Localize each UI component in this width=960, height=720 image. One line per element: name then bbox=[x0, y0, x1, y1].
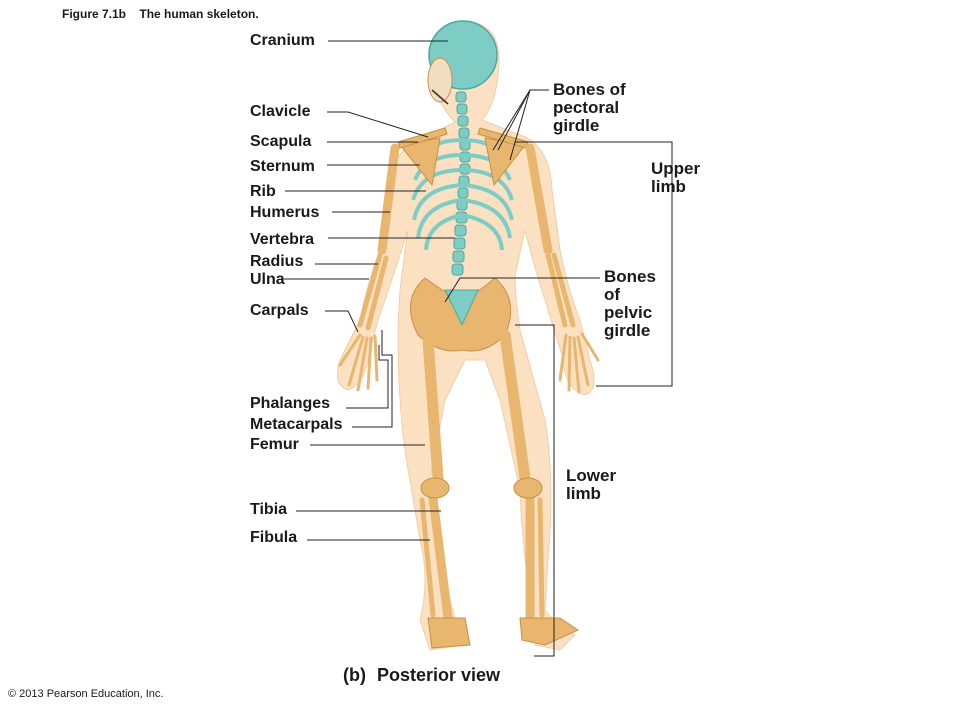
view-label: (b) Posterior view bbox=[343, 665, 500, 686]
label-fibula: Fibula bbox=[250, 529, 298, 546]
cranium-bone bbox=[427, 20, 498, 105]
label-femur: Femur bbox=[250, 436, 299, 453]
label-vertebra: Vertebra bbox=[250, 231, 315, 248]
label-carpals: Carpals bbox=[250, 302, 309, 319]
vertebral-column bbox=[451, 91, 471, 276]
label-upper-limb: Upper limb bbox=[651, 159, 701, 196]
pectoral-girdle-bones bbox=[397, 127, 529, 187]
label-tibia: Tibia bbox=[250, 501, 288, 518]
view-name: Posterior view bbox=[377, 665, 501, 685]
figure-number: Figure 7.1b bbox=[62, 7, 127, 21]
knee-bones bbox=[420, 477, 543, 499]
label-ulna: Ulna bbox=[250, 271, 285, 288]
label-humerus: Humerus bbox=[250, 204, 320, 221]
foot-bones bbox=[427, 617, 580, 649]
panel-letter: (b) bbox=[343, 665, 366, 685]
leg-bones bbox=[419, 329, 545, 623]
label-lower-limb: Lower limb bbox=[566, 466, 617, 503]
hand-bones bbox=[338, 332, 600, 394]
figure-caption: Figure 7.1b The human skeleton. bbox=[62, 7, 259, 21]
label-rib: Rib bbox=[250, 183, 276, 200]
label-sternum: Sternum bbox=[250, 158, 315, 175]
label-phalanges: Phalanges bbox=[250, 395, 331, 412]
label-cranium: Cranium bbox=[250, 32, 315, 49]
leader-lines bbox=[284, 40, 673, 657]
label-radius: Radius bbox=[250, 253, 304, 270]
label-scapula: Scapula bbox=[250, 133, 312, 150]
copyright-notice: © 2013 Pearson Education, Inc. bbox=[8, 688, 164, 700]
label-pectoral-girdle: Bones of pectoral girdle bbox=[553, 80, 626, 135]
pelvic-girdle-bones bbox=[409, 277, 512, 352]
label-clavicle: Clavicle bbox=[250, 103, 311, 120]
figure-title: The human skeleton. bbox=[139, 7, 259, 21]
label-pelvic-girdle: Bones of pelvic girdle bbox=[604, 267, 656, 340]
label-metacarpals: Metacarpals bbox=[250, 416, 343, 433]
